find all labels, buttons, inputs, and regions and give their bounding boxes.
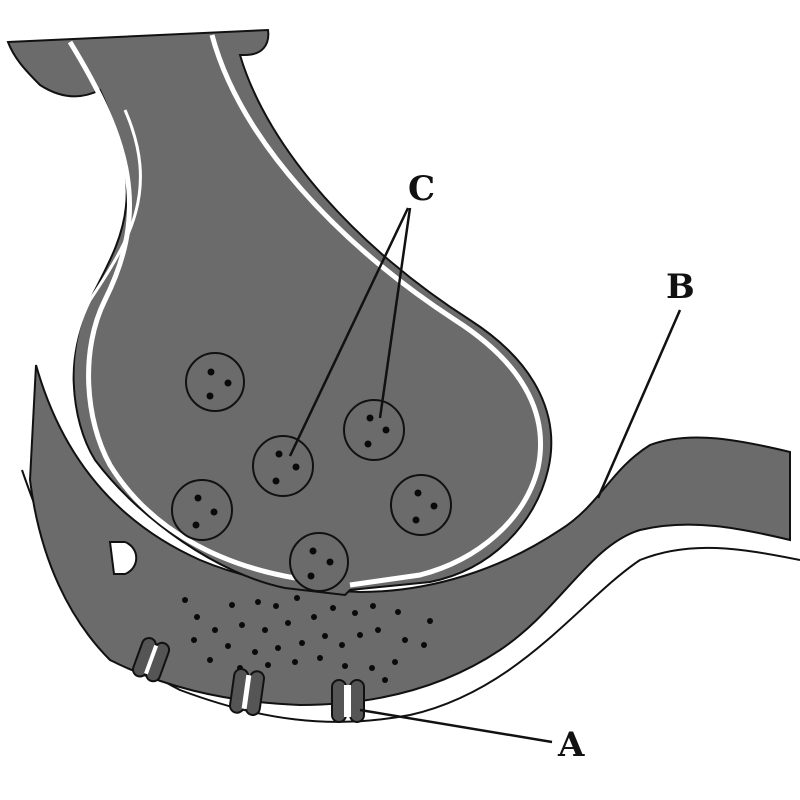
vesicle [343, 399, 405, 461]
vesicle [185, 352, 245, 412]
label-a: A [557, 725, 585, 765]
receptors [132, 637, 365, 723]
vesicle [171, 479, 233, 541]
vesicle-fusing [289, 532, 349, 592]
postsynaptic-spine-notch [108, 541, 138, 575]
neurotransmitter-molecules [182, 595, 433, 683]
presynaptic-inner-membrane-right [209, 34, 543, 588]
leader-line-a [359, 708, 553, 744]
vesicle [390, 474, 452, 536]
receptor [331, 679, 365, 723]
receptor [228, 668, 266, 716]
leader-line-c2 [378, 207, 412, 419]
leader-line-c1 [288, 207, 410, 457]
vesicles [171, 352, 452, 592]
label-c: C [408, 169, 435, 209]
vesicle [252, 435, 314, 497]
presynaptic-inner-membrane-left-double [69, 109, 142, 411]
leader-line-b [596, 309, 682, 499]
presynaptic-terminal [6, 28, 553, 597]
label-b: B [666, 267, 695, 307]
receptor [132, 637, 171, 683]
presynaptic-inner-membrane [67, 40, 296, 581]
leader-lines [288, 207, 682, 744]
